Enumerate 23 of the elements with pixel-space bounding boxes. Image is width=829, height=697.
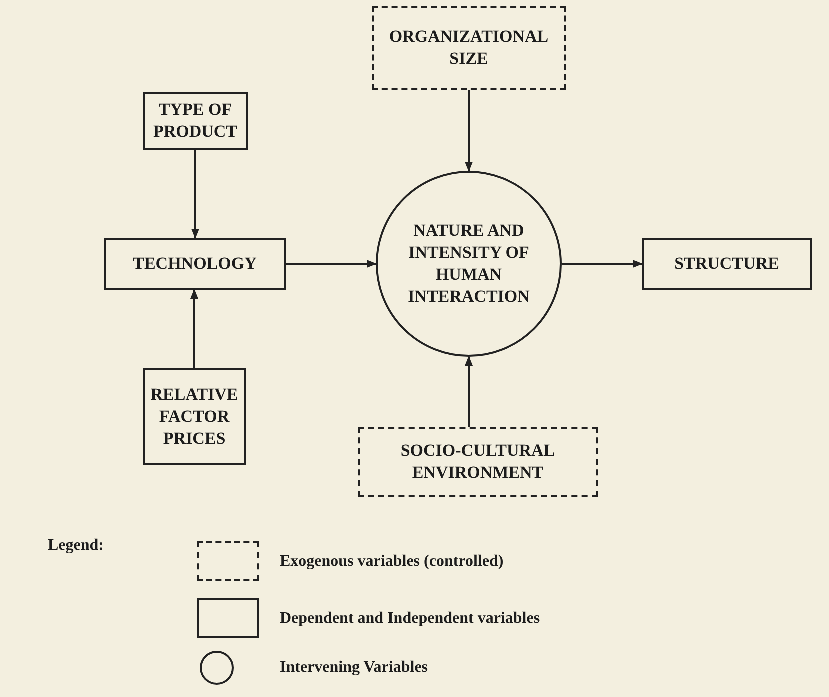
node-label: TYPE OF PRODUCT <box>153 99 238 143</box>
node-label: ORGANIZATIONAL SIZE <box>388 26 550 70</box>
variable-box <box>642 238 812 290</box>
exogenous-variable-box <box>372 6 566 90</box>
variable-box <box>143 368 246 465</box>
arrow <box>190 289 198 368</box>
node-label: SOCIO-CULTURAL ENVIRONMENT <box>400 440 556 484</box>
legend-heading: Legend: <box>48 536 104 556</box>
node-label: NATURE AND INTENSITY OF HUMAN INTERACTION <box>407 220 531 308</box>
arrow <box>465 356 473 427</box>
node-label: TECHNOLOGY <box>133 253 257 275</box>
arrow <box>286 260 377 268</box>
node-label: STRUCTURE <box>674 253 780 275</box>
variable-box <box>143 92 248 150</box>
node-label: RELATIVE FACTOR PRICES <box>150 384 238 450</box>
arrow <box>562 260 643 268</box>
arrow <box>192 150 200 239</box>
exogenous-variable-box <box>358 427 598 497</box>
legend-text: Intervening Variables <box>280 658 428 678</box>
legend-text: Exogenous variables (controlled) <box>280 552 504 572</box>
variable-box <box>104 238 286 290</box>
arrow <box>465 90 473 172</box>
legend-text: Dependent and Independent variables <box>280 609 540 629</box>
